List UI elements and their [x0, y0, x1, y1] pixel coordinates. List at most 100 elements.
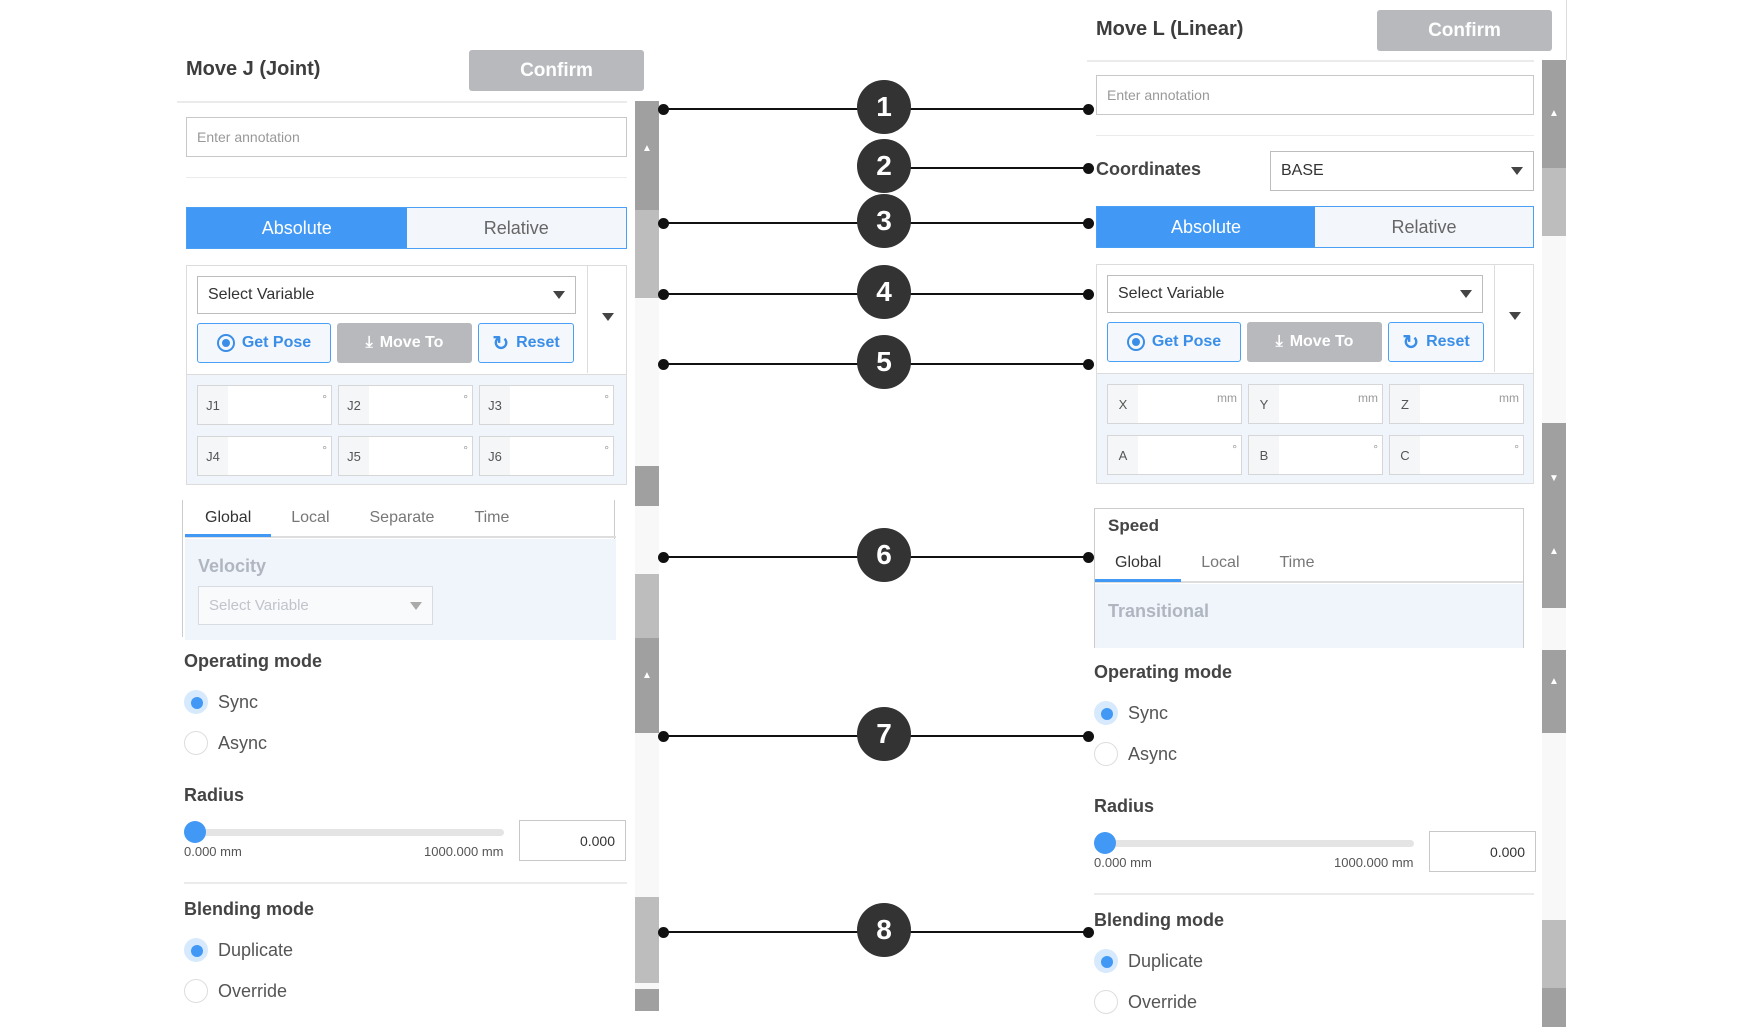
callout-line: [884, 167, 1089, 169]
scroll-up-icon[interactable]: ▲: [635, 638, 659, 733]
radio-override[interactable]: Override: [1094, 990, 1197, 1014]
radius-input[interactable]: 0.000: [1429, 831, 1536, 872]
scrollbar-segment[interactable]: [635, 733, 659, 897]
field-j2[interactable]: J2°: [338, 385, 473, 425]
radio-duplicate[interactable]: Duplicate: [1094, 949, 1203, 973]
field-c[interactable]: C°: [1389, 435, 1524, 475]
tab-global[interactable]: Global: [1095, 546, 1182, 582]
field-unit: °: [322, 392, 327, 406]
get-pose-button[interactable]: Get Pose: [197, 323, 331, 363]
scrollbar-segment[interactable]: [1542, 608, 1566, 650]
field-j4[interactable]: J4°: [197, 436, 332, 476]
scrollbar-segment[interactable]: [635, 897, 659, 983]
field-b[interactable]: B°: [1248, 435, 1383, 475]
variable-select[interactable]: Select Variable: [1107, 275, 1483, 313]
field-j6[interactable]: J6°: [479, 436, 614, 476]
reset-icon: ↻: [1402, 331, 1420, 354]
scrollbar-segment[interactable]: [635, 506, 659, 574]
field-unit: °: [1232, 442, 1237, 456]
coordinates-select[interactable]: BASE: [1270, 151, 1534, 191]
velocity-select[interactable]: Select Variable: [198, 586, 433, 625]
scroll-up-icon[interactable]: ▲: [1542, 60, 1566, 168]
radio-label: Sync: [1128, 702, 1169, 723]
variable-select[interactable]: Select Variable: [197, 276, 576, 314]
field-unit: °: [1514, 442, 1519, 456]
collapse-chevron-icon[interactable]: [1509, 312, 1521, 320]
move-to-button[interactable]: ⤓Move To: [337, 323, 472, 363]
scrollbar-segment[interactable]: [635, 466, 659, 506]
scroll-up-icon[interactable]: ▲: [635, 101, 659, 210]
tab-separate[interactable]: Separate: [369, 509, 435, 526]
radio-override[interactable]: Override: [184, 979, 287, 1003]
scrollbar-segment[interactable]: [635, 298, 659, 466]
radius-slider-track[interactable]: [184, 829, 504, 836]
confirm-button[interactable]: Confirm: [469, 50, 644, 91]
reset-button[interactable]: ↻Reset: [1388, 322, 1484, 362]
scrollbar-segment[interactable]: [1542, 236, 1566, 423]
radio-button[interactable]: [1094, 701, 1118, 725]
tab-time[interactable]: Time: [1279, 554, 1315, 571]
callout-dot: [658, 552, 669, 563]
get-pose-button[interactable]: Get Pose: [1107, 322, 1241, 362]
radius-slider-track[interactable]: [1094, 840, 1414, 847]
radio-sync[interactable]: Sync: [1094, 701, 1168, 725]
tab-local[interactable]: Local: [291, 509, 330, 526]
scrollbar-segment[interactable]: [635, 574, 659, 638]
tab-time[interactable]: Time: [474, 509, 510, 526]
reset-button[interactable]: ↻Reset: [478, 323, 574, 363]
radio-label: Override: [1128, 991, 1198, 1012]
annotation-input[interactable]: Enter annotation: [1096, 75, 1534, 115]
radio-sync[interactable]: Sync: [184, 690, 258, 714]
scrollbar-segment[interactable]: [1542, 168, 1566, 236]
field-label: J5: [339, 437, 369, 475]
radius-input[interactable]: 0.000: [519, 820, 626, 861]
scrollbar-segment[interactable]: [635, 983, 659, 989]
field-label: J1: [198, 386, 228, 424]
scroll-up-icon[interactable]: ▲: [1542, 500, 1566, 608]
tab-absolute[interactable]: Absolute: [187, 208, 407, 248]
radio-async[interactable]: Async: [1094, 742, 1177, 766]
scroll-down-icon[interactable]: ▼: [1542, 423, 1566, 500]
transitional-label: Transitional: [1108, 601, 1210, 621]
move-to-button[interactable]: ⤓Move To: [1247, 322, 1382, 362]
radius-slider-handle[interactable]: [184, 821, 206, 843]
field-a[interactable]: A°: [1107, 435, 1242, 475]
radio-button[interactable]: [184, 731, 208, 755]
scroll-up-icon[interactable]: ▲: [1542, 650, 1566, 733]
field-j5[interactable]: J5°: [338, 436, 473, 476]
scrollbar-segment[interactable]: [635, 989, 659, 1011]
collapse-chevron-icon[interactable]: [602, 313, 614, 321]
radio-button[interactable]: [184, 690, 208, 714]
tab-relative[interactable]: Relative: [406, 208, 626, 248]
divider: [184, 882, 627, 884]
callout-badge: 2: [857, 139, 911, 193]
tab-absolute[interactable]: Absolute: [1097, 207, 1315, 247]
annotation-input[interactable]: Enter annotation: [186, 117, 627, 157]
field-j1[interactable]: J1 °: [197, 385, 332, 425]
scrollbar-segment[interactable]: [635, 210, 659, 298]
callout-line: [663, 735, 885, 737]
radio-button[interactable]: [1094, 990, 1118, 1014]
confirm-button[interactable]: Confirm: [1377, 10, 1552, 51]
radio-async[interactable]: Async: [184, 731, 267, 755]
scrollbar-segment[interactable]: [1542, 920, 1566, 988]
tab-global[interactable]: Global: [185, 501, 272, 537]
tab-relative[interactable]: Relative: [1315, 207, 1533, 247]
radius-slider-handle[interactable]: [1094, 832, 1116, 854]
tab-local[interactable]: Local: [1201, 554, 1240, 571]
radio-button[interactable]: [184, 938, 208, 962]
radio-button[interactable]: [184, 979, 208, 1003]
radio-label: Sync: [218, 691, 259, 712]
radio-button[interactable]: [1094, 742, 1118, 766]
scrollbar-segment[interactable]: [1542, 733, 1566, 920]
scrollbar-segment[interactable]: [1542, 988, 1566, 1027]
callout-dot: [658, 218, 669, 229]
radio-duplicate[interactable]: Duplicate: [184, 938, 293, 962]
radio-button[interactable]: [1094, 949, 1118, 973]
field-j3[interactable]: J3°: [479, 385, 614, 425]
